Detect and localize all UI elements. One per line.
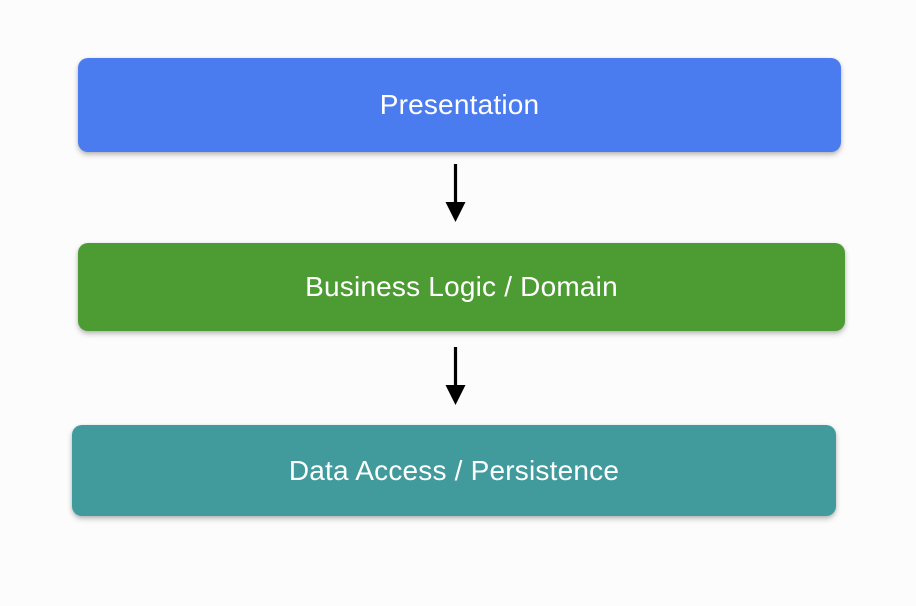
layer-box-presentation[interactable]: Presentation [78,58,841,152]
layer-label-business-logic: Business Logic / Domain [305,271,618,302]
layer-label-data-access: Data Access / Persistence [288,454,620,486]
layer-box-business-logic[interactable]: Business Logic / Domain [78,243,845,331]
down-arrow-icon [445,347,466,405]
layer-box-data-access[interactable]: Data Access / Persistence [72,425,836,516]
down-arrow-icon [445,164,466,222]
arrow-presentation-to-business-logic [437,162,477,224]
layer-label-presentation: Presentation [379,89,540,120]
arrow-business-logic-to-data-access [437,345,477,407]
